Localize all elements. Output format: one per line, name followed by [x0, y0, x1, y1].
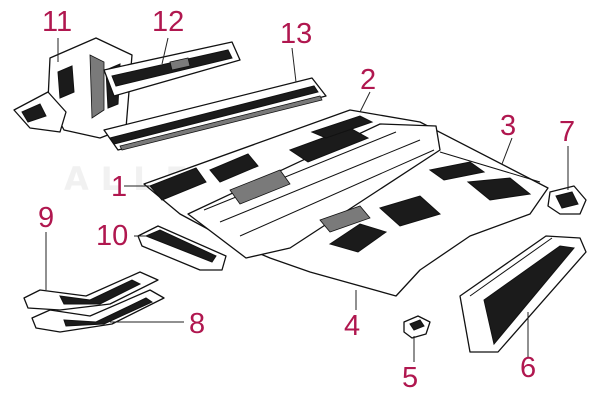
- callout-13: 13: [280, 18, 313, 50]
- callout-9: 9: [38, 202, 55, 234]
- callout-1: 1: [111, 171, 128, 203]
- callout-8: 8: [189, 308, 206, 340]
- part-8-brace: [31, 289, 165, 333]
- part-13-sill: [103, 77, 327, 151]
- part-10-bracket: [137, 225, 227, 271]
- part-7-bracket: [547, 185, 587, 215]
- main-floor-pan: [143, 109, 549, 297]
- part-5-clip: [403, 315, 431, 339]
- callout-2: 2: [360, 64, 377, 96]
- callout-4: 4: [344, 310, 361, 342]
- callout-6: 6: [520, 352, 537, 384]
- leader-lines: [45, 37, 569, 362]
- callout-3: 3: [500, 110, 517, 142]
- callout-12: 12: [152, 6, 185, 38]
- callout-11: 11: [42, 6, 73, 38]
- part-12-rail: [103, 41, 241, 97]
- callout-10: 10: [96, 220, 129, 252]
- callout-7: 7: [559, 116, 576, 148]
- callout-5: 5: [402, 362, 419, 394]
- part-9-brace: [23, 271, 159, 311]
- part-6-side-panel: [459, 235, 587, 353]
